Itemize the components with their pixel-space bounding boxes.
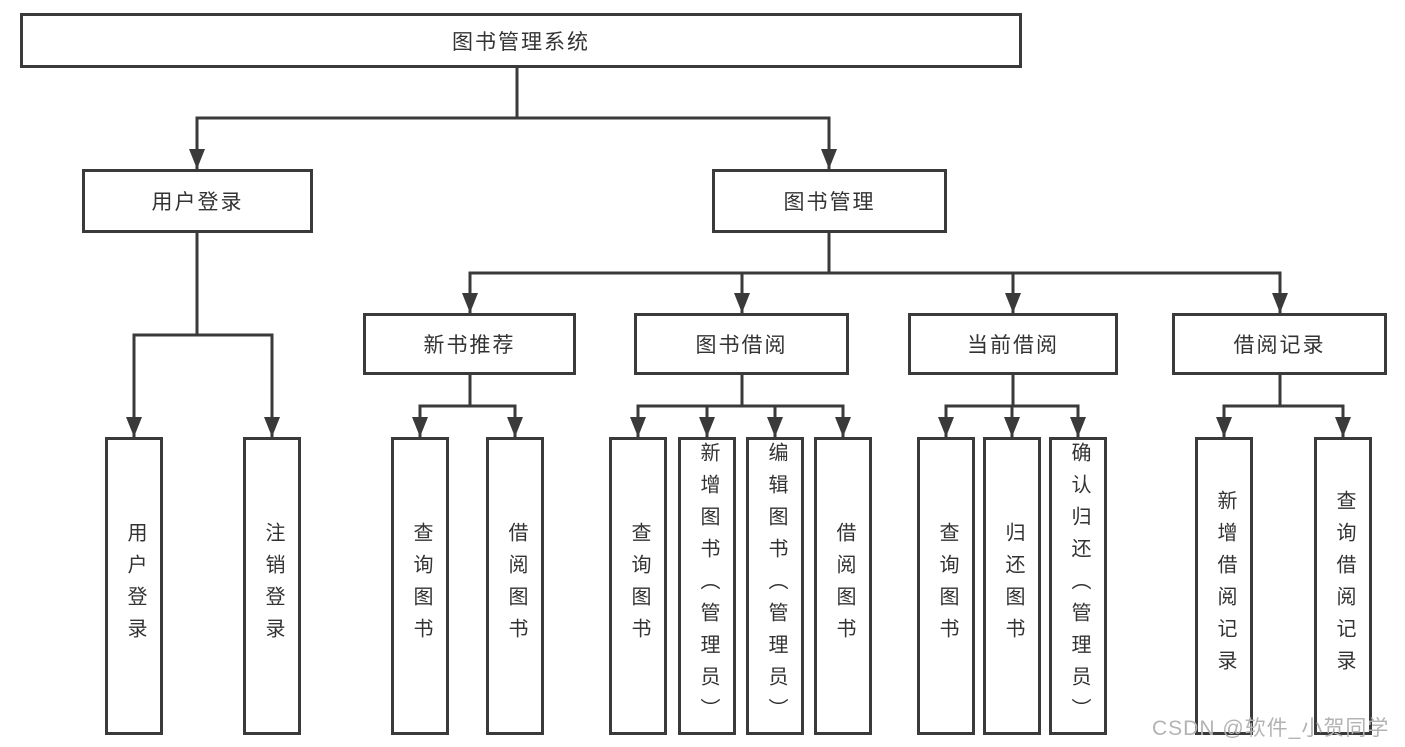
leaf-recommend-query-books: 查询图书 [391,437,449,735]
node-current-borrow: 当前借阅 [908,313,1118,375]
node-root-system: 图书管理系统 [20,13,1022,68]
connector-borrow-records-children [1216,375,1351,437]
node-user-login: 用户登录 [82,169,313,233]
connector-book-borrow-children [630,375,851,437]
leaf-records-add-record: 新增借阅记录 [1195,437,1253,735]
connector-new-book-recommend-children [412,375,523,437]
leaf-user-login: 用户登录 [105,437,163,735]
connector-user-login-children [126,233,280,437]
leaf-borrow-borrow-books: 借阅图书 [814,437,872,735]
leaf-borrow-edit-books-admin: 编辑图书（管理员） [746,437,804,735]
leaf-logout: 注销登录 [243,437,301,735]
node-book-borrow: 图书借阅 [634,313,849,375]
leaf-recommend-borrow-books: 借阅图书 [486,437,544,735]
node-new-book-recommend: 新书推荐 [363,313,576,375]
leaf-borrow-query-books: 查询图书 [609,437,667,735]
connector-root-to-level2 [189,68,837,169]
leaf-current-confirm-return-admin: 确认归还（管理员） [1049,437,1107,735]
leaf-current-query-books: 查询图书 [917,437,975,735]
connector-book-management-children [462,233,1288,313]
leaf-records-query-record: 查询借阅记录 [1314,437,1372,735]
csdn-watermark: CSDN @软件_小贺同学 [1152,717,1390,740]
leaf-current-return-books: 归还图书 [983,437,1041,735]
leaf-borrow-add-books-admin: 新增图书（管理员） [678,437,736,735]
node-book-management: 图书管理 [712,169,947,233]
connector-current-borrow-children [938,375,1086,437]
node-borrow-records: 借阅记录 [1172,313,1387,375]
